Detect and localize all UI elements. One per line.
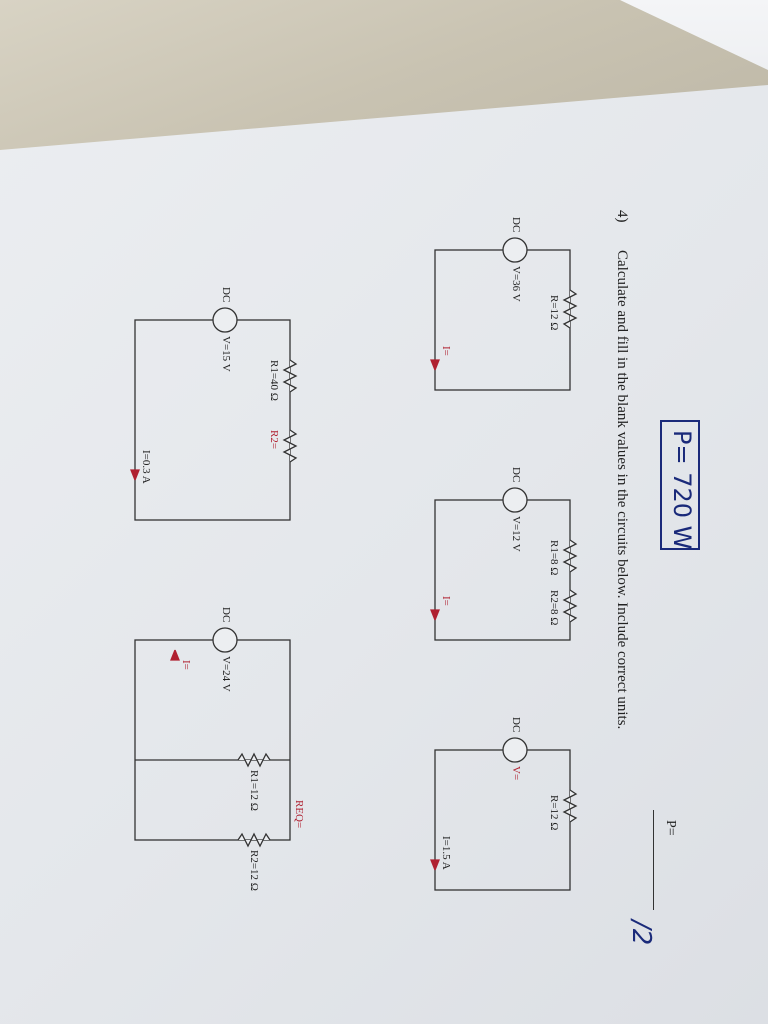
circuit-4: [130, 307, 298, 521]
circuit-4-wire-loop: [134, 319, 291, 521]
circuit-2-source-type: DC: [510, 467, 522, 483]
circuit-3-current: I=1.5 A: [440, 836, 452, 870]
circuit-5-r1: R1=12 Ω: [248, 770, 260, 811]
circuit-2-current-arrow: [430, 609, 440, 621]
circuit-2-current: I=: [440, 596, 452, 606]
circuit-5-current-arrow: [170, 649, 180, 661]
circuit-2: [430, 487, 578, 641]
circuit-4-current: I=0.3 A: [140, 450, 152, 484]
circuit-5: [134, 627, 291, 848]
circuit-1-source-type: DC: [510, 217, 522, 233]
circuit-2-r2: R2=8 Ω: [548, 590, 560, 626]
circuits-diagram: [130, 237, 578, 891]
circuit-1-voltage: V=36 V: [510, 266, 522, 302]
worksheet-page: P= 720 W P= /2 4) Calculate and fill in …: [100, 120, 700, 945]
circuit-3-source-type: DC: [510, 717, 522, 733]
circuit-1-current: I=: [440, 346, 452, 356]
circuit-5-source: [212, 627, 238, 653]
circuit-3-voltage: V=: [510, 766, 522, 781]
circuit-3-resistor: [562, 789, 578, 823]
circuit-2-source: [502, 487, 528, 513]
circuit-2-resistor-2: [562, 589, 578, 623]
circuit-5-r2: R2=12 Ω: [248, 850, 260, 891]
circuit-1: [430, 237, 578, 391]
circuit-5-resistor-2: [237, 832, 271, 848]
circuit-5-wire-loop: [134, 639, 291, 841]
circuit-2-resistor-1: [562, 539, 578, 573]
circuit-4-source: [212, 307, 238, 333]
circuit-5-req: REQ=: [293, 800, 305, 829]
circuit-1-source: [502, 237, 528, 263]
circuit-3-resistance: R=12 Ω: [548, 795, 560, 831]
circuit-2-voltage: V=12 V: [510, 516, 522, 552]
circuit-4-resistor-1: [282, 359, 298, 393]
circuit-5-current: I=: [180, 660, 192, 670]
score-label: /2: [626, 920, 656, 946]
circuit-4-r2: R2=: [268, 430, 280, 450]
circuit-2-r1: R1=8 Ω: [548, 540, 560, 576]
circuit-4-r1: R1=40 Ω: [268, 360, 280, 401]
circuit-4-source-type: DC: [220, 287, 232, 303]
circuit-1-resistor: [562, 289, 578, 329]
circuit-1-current-arrow: [430, 359, 440, 371]
circuit-5-voltage: V=24 V: [220, 656, 232, 692]
circuit-3-current-arrow: [430, 859, 440, 871]
circuit-5-source-type: DC: [220, 607, 232, 623]
circuit-3: [430, 737, 578, 891]
circuit-4-voltage: V=15 V: [220, 336, 232, 372]
circuit-4-resistor-2: [282, 429, 298, 463]
circuit-1-resistance: R=12 Ω: [548, 295, 560, 331]
circuit-4-current-arrow: [130, 469, 140, 481]
circuit-3-source: [502, 737, 528, 763]
circuit-5-resistor-1: [237, 752, 271, 768]
